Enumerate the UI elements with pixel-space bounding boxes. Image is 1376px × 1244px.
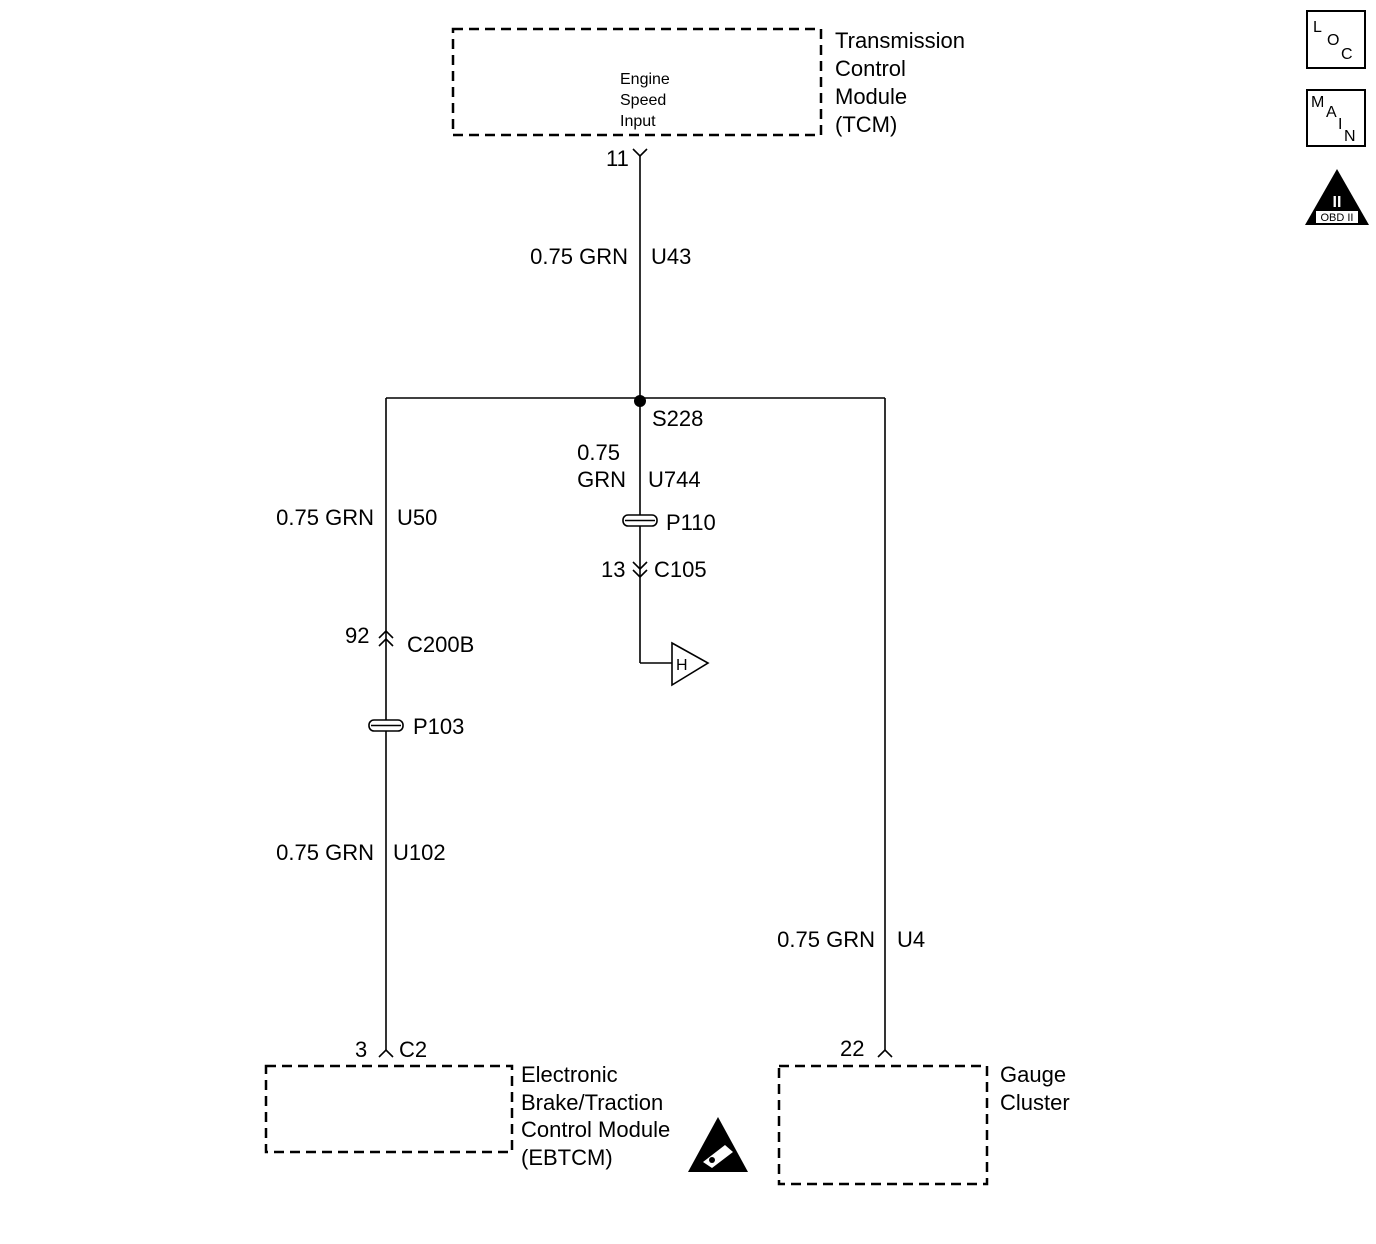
ebtcm-name-line-1: Electronic [521,1062,618,1087]
splice-label: S228 [652,406,703,431]
wire-u102-gauge: 0.75 GRN [276,840,374,865]
wire-u4-circuit: U4 [897,927,925,952]
wire-u4-gauge: 0.75 GRN [777,927,875,952]
c200b-pin: 92 [345,623,369,648]
ebtcm-name-line-3: Control Module [521,1117,670,1142]
ebtcm-terminal-icon [378,1048,394,1058]
c105-label: C105 [654,557,707,582]
tcm-input-line-2: Speed [620,92,666,109]
tcm-terminal-icon [632,148,648,158]
tcm-name-line-1: Transmission [835,28,965,53]
ebtcm-name-line-4: (EBTCM) [521,1145,613,1170]
wire-u744-gauge: 0.75 [577,440,620,465]
c105-pin: 13 [601,557,625,582]
svg-text:M: M [1311,94,1324,111]
ebtcm-pin: 3 [355,1037,367,1062]
wire-u744-circuit: U744 [648,467,701,492]
gauge-name-line-2: Cluster [1000,1090,1070,1115]
svg-text:I: I [1338,116,1342,133]
svg-text:OBD II: OBD II [1320,212,1353,224]
tcm-box [451,27,823,137]
tcm-name-line-2: Control [835,56,906,81]
p103-grommet-icon [368,719,404,732]
loc-icon: L O C [1306,10,1366,69]
ebtcm-name-line-2: Brake/Traction [521,1090,663,1115]
wire-u744-color: GRN [577,467,626,492]
wire-u43-gauge: 0.75 GRN [530,244,628,269]
gauge-pin: 22 [840,1036,864,1061]
wire-u50-circuit: U50 [397,505,437,530]
wire-u102-circuit: U102 [393,840,446,865]
esd-warning-icon [688,1117,748,1172]
c105-connector-icon [632,561,648,579]
svg-text:C: C [1341,46,1353,63]
svg-text:II: II [1333,194,1342,211]
ebtcm-connector: C2 [399,1037,427,1062]
tcm-name-line-3: Module [835,84,907,109]
tcm-name-line-4: (TCM) [835,112,897,137]
offpage-ref-h-icon [671,641,710,687]
gauge-name-line-1: Gauge [1000,1062,1066,1087]
gauge-terminal-icon [877,1048,893,1058]
main-icon: M A I N [1306,89,1366,147]
ebtcm-box [264,1064,514,1154]
wire-u50-gauge: 0.75 GRN [276,505,374,530]
p110-label: P110 [666,510,716,535]
p110-grommet-icon [622,514,658,527]
svg-text:O: O [1327,32,1339,49]
p103-label: P103 [413,714,464,739]
tcm-pin: 11 [606,146,629,171]
tcm-input-line-3: Input [620,113,656,130]
svg-text:L: L [1313,19,1322,36]
c200b-label: C200B [407,632,474,657]
obd-ii-icon: II OBD II [1305,169,1369,225]
c200b-connector-icon [378,629,394,647]
tcm-input-line-1: Engine [620,71,670,88]
gauge-cluster-box [777,1064,989,1186]
svg-text:N: N [1344,128,1356,145]
wire-u43-circuit: U43 [651,244,691,269]
svg-text:A: A [1326,104,1337,121]
offpage-ref-label: H [676,657,688,674]
